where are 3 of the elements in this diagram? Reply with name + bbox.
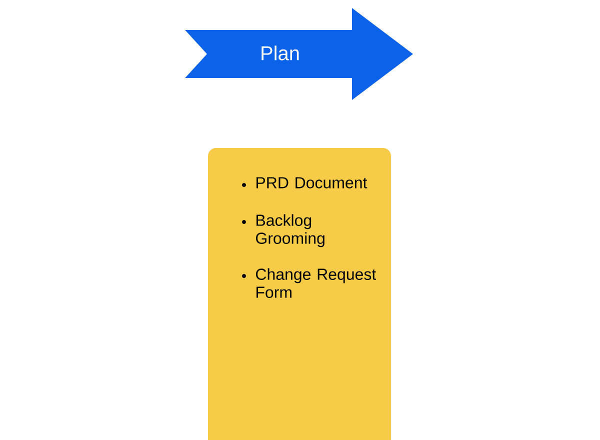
list-item: Change Request Form	[256, 268, 376, 298]
list-item: PRD Document	[256, 177, 368, 188]
list-item: Backlog Grooming	[256, 214, 324, 248]
